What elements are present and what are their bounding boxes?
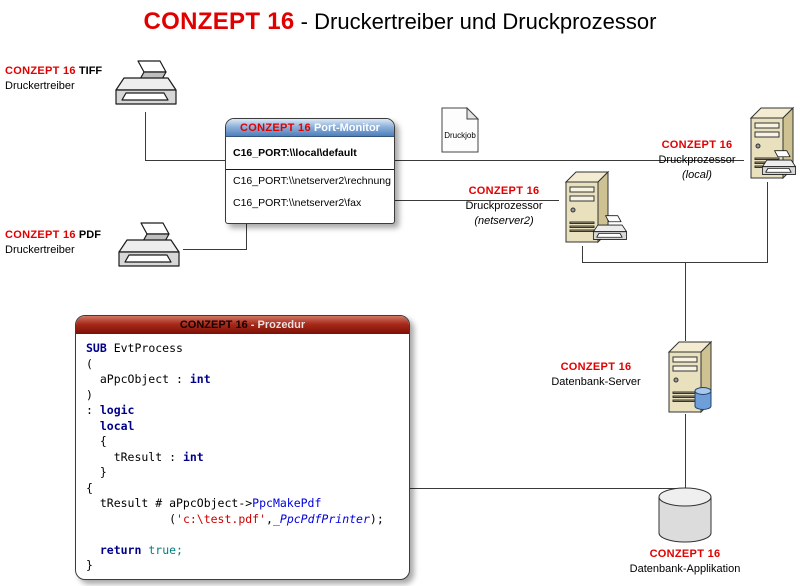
brand-text: CONZEPT 16 (661, 139, 733, 151)
port-monitor-header: CONZEPT 16 Port-Monitor (226, 119, 394, 137)
prozedur-title: - Prozedur (247, 319, 306, 331)
tiff-printer-icon (110, 58, 182, 119)
brand-text: CONZEPT 16 (649, 548, 721, 560)
connector-line (767, 182, 768, 263)
netserver2-tower-icon (558, 170, 614, 251)
port-entry-rechnung: C16_PORT:\\netserver2\rechnung (233, 175, 391, 187)
processor-local-label: CONZEPT 16 Druckprozessor (local) (643, 138, 751, 183)
connector-line (395, 200, 559, 201)
processor-local-title: Druckprozessor (658, 154, 736, 166)
connector-line (685, 414, 686, 489)
page-title-text: - Druckertreiber und Druckprozessor (294, 9, 657, 34)
connector-line (685, 262, 686, 341)
pdf-driver-subtitle: Druckertreiber (5, 244, 75, 256)
tiff-driver-label: CONZEPT 16 TIFF Druckertreiber (5, 64, 102, 94)
pdf-driver-label: CONZEPT 16 PDF Druckertreiber (5, 228, 101, 258)
processor-netserver2-label: CONZEPT 16 Druckprozessor (netserver2) (450, 184, 558, 229)
db-app-label: CONZEPT 16 Datenbank-Applikation (615, 547, 755, 577)
processor-local-instance: (local) (682, 169, 712, 181)
pdf-driver-title: CONZEPT 16 PDF (5, 228, 101, 243)
connector-line (582, 262, 768, 263)
db-server-label: CONZEPT 16 Datenbank-Server (537, 360, 655, 390)
port-entry-default: C16_PORT:\\local\default (226, 137, 394, 170)
connector-line (410, 488, 685, 489)
netserver2-printer-icon (590, 214, 630, 250)
db-app-title: Datenbank-Applikation (629, 563, 741, 575)
db-server-title: Datenbank-Server (551, 376, 641, 388)
pdf-driver-type: PDF (75, 229, 101, 241)
tiff-driver-title: CONZEPT 16 TIFF (5, 64, 102, 79)
tiff-driver-subtitle: Druckertreiber (5, 80, 75, 92)
brand-text: CONZEPT 16 (5, 229, 76, 241)
db-server-cylinder-icon (693, 386, 713, 417)
prozedur-header: CONZEPT 16 - Prozedur (76, 316, 409, 334)
connector-line (395, 160, 744, 161)
prozedur-panel: CONZEPT 16 - Prozedur SUB EvtProcess( aP… (75, 315, 410, 580)
pdf-printer-icon (113, 220, 185, 281)
procedure-code: SUB EvtProcess( aPpcObject : int): logic… (86, 341, 384, 572)
connector-line (582, 246, 583, 263)
tiff-driver-type: TIFF (75, 65, 103, 77)
page-title: CONZEPT 16 - Druckertreiber und Druckpro… (0, 8, 800, 36)
brand-text: CONZEPT 16 (468, 185, 540, 197)
brand-text: CONZEPT 16 (240, 122, 311, 134)
connector-line (145, 112, 146, 161)
processor-netserver2-instance: (netserver2) (474, 215, 534, 227)
local-printer-icon (759, 149, 799, 185)
connector-line (246, 224, 247, 250)
connector-line (145, 160, 225, 161)
brand-text: CONZEPT 16 (560, 361, 632, 373)
port-entry-fax: C16_PORT:\\netserver2\fax (233, 197, 362, 209)
brand-logo: CONZEPT 16 (143, 8, 295, 35)
druckjob-label: Druckjob (444, 131, 476, 140)
db-app-cylinder-icon (656, 486, 714, 551)
brand-text: CONZEPT 16 (5, 65, 76, 77)
brand-text: CONZEPT 16 (179, 319, 248, 331)
port-monitor-title: Port-Monitor (310, 122, 380, 134)
processor-netserver2-title: Druckprozessor (465, 200, 543, 212)
druckjob-document-icon: Druckjob (441, 106, 480, 153)
connector-line (183, 249, 247, 250)
port-monitor-panel: CONZEPT 16 Port-Monitor C16_PORT:\\local… (225, 118, 395, 224)
